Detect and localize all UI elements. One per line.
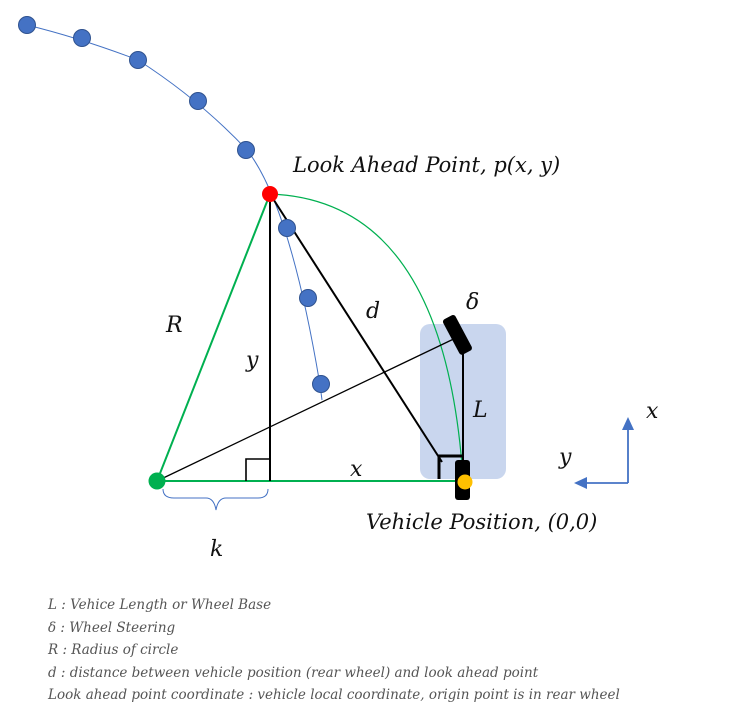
axis-x-arrowhead [622, 417, 634, 430]
look-ahead-point [262, 186, 278, 202]
right-angle-marker [245, 458, 270, 481]
distance-line [269, 193, 443, 463]
waypoint-2 [73, 29, 91, 47]
radius-label: R [165, 313, 183, 338]
waypoint-6 [278, 219, 296, 237]
distance-label: d [366, 299, 380, 324]
legend: L : Vehice Length or Wheel Base δ : Whee… [48, 594, 718, 707]
axis-y-arrowhead [574, 477, 587, 489]
rear-right-angle-marker [437, 454, 462, 479]
look-ahead-point-label: Look Ahead Point, p(x, y) [292, 153, 560, 177]
wheel-base-label: L [472, 398, 488, 423]
waypoint-4 [189, 92, 207, 110]
center-to-front-wheel-line [156, 334, 463, 482]
radius-line [156, 193, 271, 482]
steering-arc [269, 193, 463, 466]
reference-path-curve [26, 24, 323, 401]
legend-item-L: L : Vehice Length or Wheel Base [48, 597, 272, 613]
legend-item-delta: δ : Wheel Steering [48, 619, 176, 636]
axis-x-label: x [646, 399, 659, 424]
waypoint-5 [237, 141, 255, 159]
x-label: x [350, 457, 363, 482]
axis-y-label: y [558, 445, 572, 470]
legend-item-R: R : Radius of circle [48, 642, 179, 658]
waypoint-8 [312, 375, 330, 393]
k-brace [162, 488, 269, 511]
legend-item-coordinate: Look ahead point coordinate : vehicle lo… [48, 687, 620, 703]
steering-angle-label: δ [466, 290, 479, 315]
legend-item-d: d : distance between vehicle position (r… [48, 664, 539, 681]
waypoint-1 [18, 16, 36, 34]
waypoints [18, 16, 330, 393]
y-label: y [245, 348, 259, 373]
vehicle-position-label: Vehicle Position, (0,0) [366, 510, 597, 534]
k-label: k [210, 537, 223, 562]
circle-center-point [148, 472, 166, 490]
rear-wheel-marker [457, 474, 473, 490]
front-wheel [442, 314, 472, 355]
waypoint-7 [299, 289, 317, 307]
waypoint-3 [129, 51, 147, 69]
